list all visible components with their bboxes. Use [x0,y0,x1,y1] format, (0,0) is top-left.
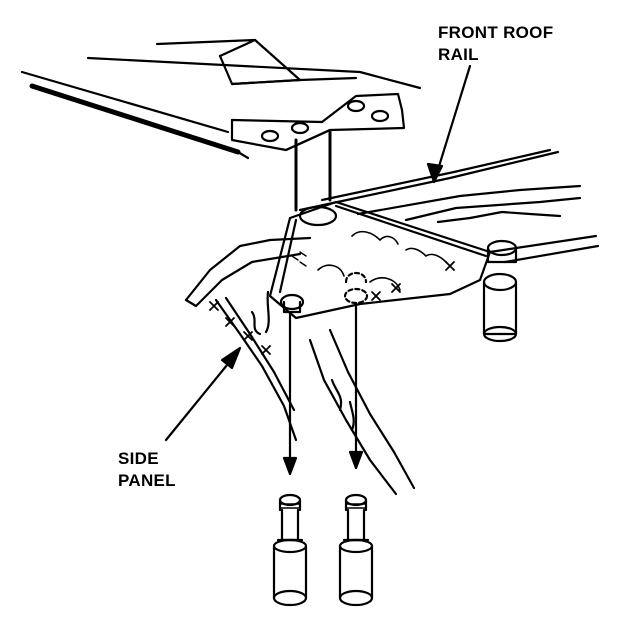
front-roof-rail-label: FRONT ROOF RAIL [438,22,553,66]
mounting-block [230,92,406,152]
plate-pin-holes [279,271,369,314]
support-post [294,130,332,212]
front-roof-rail-label-line-2: RAIL [438,45,479,64]
side-panel-shape [184,236,416,496]
locating-plate [268,200,492,320]
overhead-platform [20,38,422,160]
front-roof-rail-shape [298,148,600,264]
side-panel-label-line-2: PANEL [118,471,176,490]
locating-pin-left [272,493,308,607]
locating-pin-right [338,493,374,607]
side-panel-leader [164,346,242,442]
side-panel-label-line-1: SIDE [118,449,159,468]
side-clamp-pin [482,239,518,343]
weld-marks [209,261,455,355]
removal-arrows [282,304,364,476]
side-panel-label: SIDE PANEL [118,448,176,492]
front-roof-rail-leader [426,64,472,184]
front-roof-rail-label-line-1: FRONT ROOF [438,23,554,42]
